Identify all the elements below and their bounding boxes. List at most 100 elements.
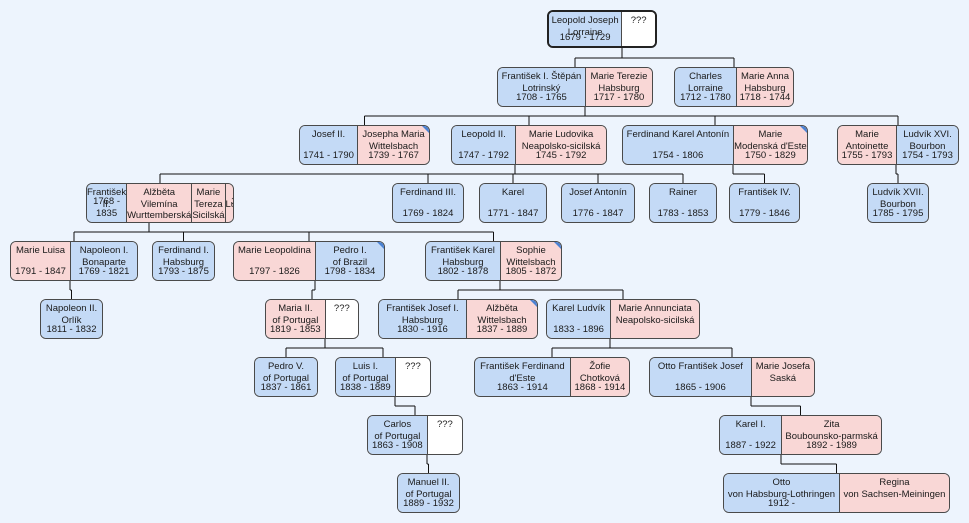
person-name: Karel	[501, 187, 525, 198]
person-dates: 1779 - 1846	[739, 207, 790, 219]
person-dates: 1712 - 1780	[680, 91, 731, 103]
person-name: František Karel Habsburg	[431, 245, 495, 268]
person-box[interactable]: Regina von Sachsen-Meiningen	[838, 474, 949, 512]
person-box[interactable]: Karel I.1887 - 1922	[720, 416, 782, 454]
person-name: ???	[630, 15, 647, 26]
person-box[interactable]: Alžběta Vilemína Wurttemberská	[126, 184, 192, 222]
person-name: Marie Ludovika	[225, 187, 233, 210]
person-box[interactable]: František II.1768 - 1835	[87, 184, 127, 222]
person-name: František IV.	[738, 187, 791, 198]
connector-line	[574, 48, 735, 67]
person-name: Karel Ludvík	[552, 303, 605, 314]
person-name: Maria II. of Portugal	[272, 303, 319, 326]
person-box[interactable]: Leopold II.1747 - 1792	[452, 126, 516, 164]
unknown-person-box[interactable]: ???	[426, 416, 462, 454]
person-dates: 1798 - 1834	[324, 265, 376, 277]
person-box[interactable]: Ferdinand III. 1769 - 1824	[393, 184, 463, 222]
person-name: Regina von Sachsen-Meiningen	[843, 477, 946, 500]
connector-line	[780, 455, 837, 473]
connector-line	[895, 165, 899, 183]
person-name: Ferdinand III.	[400, 187, 456, 198]
person-dates: 1787 - 1816	[226, 196, 233, 219]
person-box[interactable]: Marie Josefa Saská	[750, 358, 814, 396]
person-name: Leopold Joseph Lorraine	[551, 15, 619, 38]
person-box[interactable]: Marie Ludovika1787 - 1816	[224, 184, 233, 222]
person-dates: 1868 - 1914	[574, 381, 626, 393]
person-name: Josef II.	[311, 129, 346, 140]
connector-line	[457, 281, 624, 299]
unknown-person-box[interactable]: ???	[324, 300, 358, 338]
person-dates: 1830 - 1916	[397, 323, 448, 335]
person-box[interactable]: František IV. 1779 - 1846	[730, 184, 799, 222]
person-box[interactable]: Marie Tereza Sicilská	[191, 184, 225, 222]
person-name: Pedro V. of Portugal	[263, 361, 309, 384]
person-dates: 1811 - 1832	[46, 323, 97, 335]
connector-line	[732, 165, 765, 183]
unknown-person-box[interactable]: ???	[621, 12, 655, 46]
person-name: Otto František Josef	[657, 361, 743, 372]
person-dates: 1679 - 1729	[559, 31, 611, 43]
connector-line	[426, 455, 429, 473]
unknown-person-box[interactable]: ???	[394, 358, 430, 396]
person-name: Marie Anna Habsburg	[740, 71, 789, 94]
person-name: ???	[404, 361, 421, 372]
person-dates: 1887 - 1922	[725, 439, 776, 451]
person-dates: 1768 - 1835	[93, 196, 120, 219]
person-dates: 1747 - 1792	[458, 149, 509, 161]
person-name: František Josef I. Habsburg	[386, 303, 459, 326]
person-box[interactable]: Josef II.1741 - 1790	[300, 126, 358, 164]
person-dates: 1769 - 1824	[402, 207, 454, 219]
person-name: Marie Luisa	[15, 245, 66, 256]
person-dates: 1892 - 1989	[806, 439, 857, 451]
person-dates: 1755 - 1793	[841, 149, 893, 161]
person-box[interactable]: Marie Annunciata Neapolsko-sicilská	[610, 300, 699, 338]
person-dates: 1805 - 1872	[505, 265, 557, 277]
person-dates: 1769 - 1821	[78, 265, 130, 277]
person-dates: 1837 - 1861	[260, 381, 312, 393]
